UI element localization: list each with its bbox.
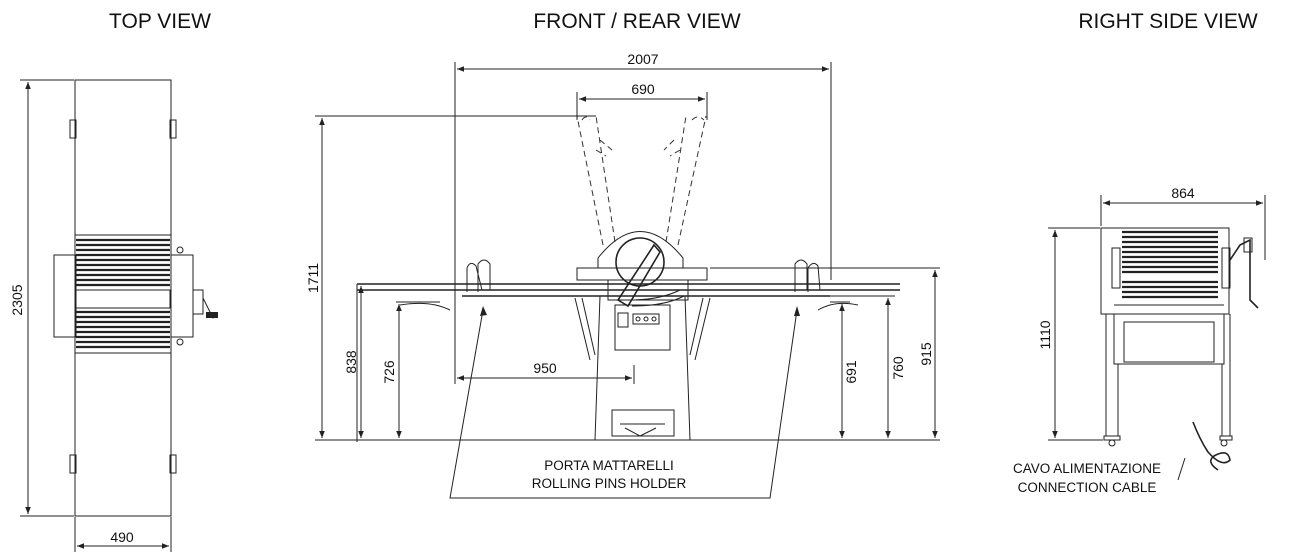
dim-front-total-width: 2007: [627, 51, 658, 67]
dim-front-roller-span: 690: [631, 81, 655, 97]
label-cable-it: CAVO ALIMENTAZIONE: [1013, 461, 1161, 476]
dim-front-726: 726: [381, 360, 397, 384]
side-view-title: RIGHT SIDE VIEW: [1078, 10, 1257, 33]
dim-side-height: 1110: [1037, 320, 1053, 349]
front-view-title: FRONT / REAR VIEW: [533, 10, 740, 33]
dim-front-950: 950: [533, 360, 557, 376]
side-view-drawing: [1048, 195, 1266, 481]
label-pins-holder-en: ROLLING PINS HOLDER: [532, 476, 687, 491]
dim-front-838: 838: [343, 350, 359, 374]
front-view-drawing: [315, 62, 940, 499]
dim-front-691: 691: [843, 360, 859, 384]
dim-top-height: 2305: [9, 284, 25, 315]
dim-front-760: 760: [890, 356, 906, 380]
label-pins-holder-it: PORTA MATTARELLI: [544, 458, 674, 473]
top-view-drawing: [20, 79, 219, 552]
top-view-title: TOP VIEW: [109, 10, 211, 33]
dim-front-total-height: 1711: [305, 263, 321, 293]
label-cable-en: CONNECTION CABLE: [1018, 480, 1157, 495]
dim-side-width: 864: [1171, 185, 1195, 201]
dim-front-915: 915: [918, 342, 934, 366]
dim-top-width: 490: [110, 529, 134, 545]
